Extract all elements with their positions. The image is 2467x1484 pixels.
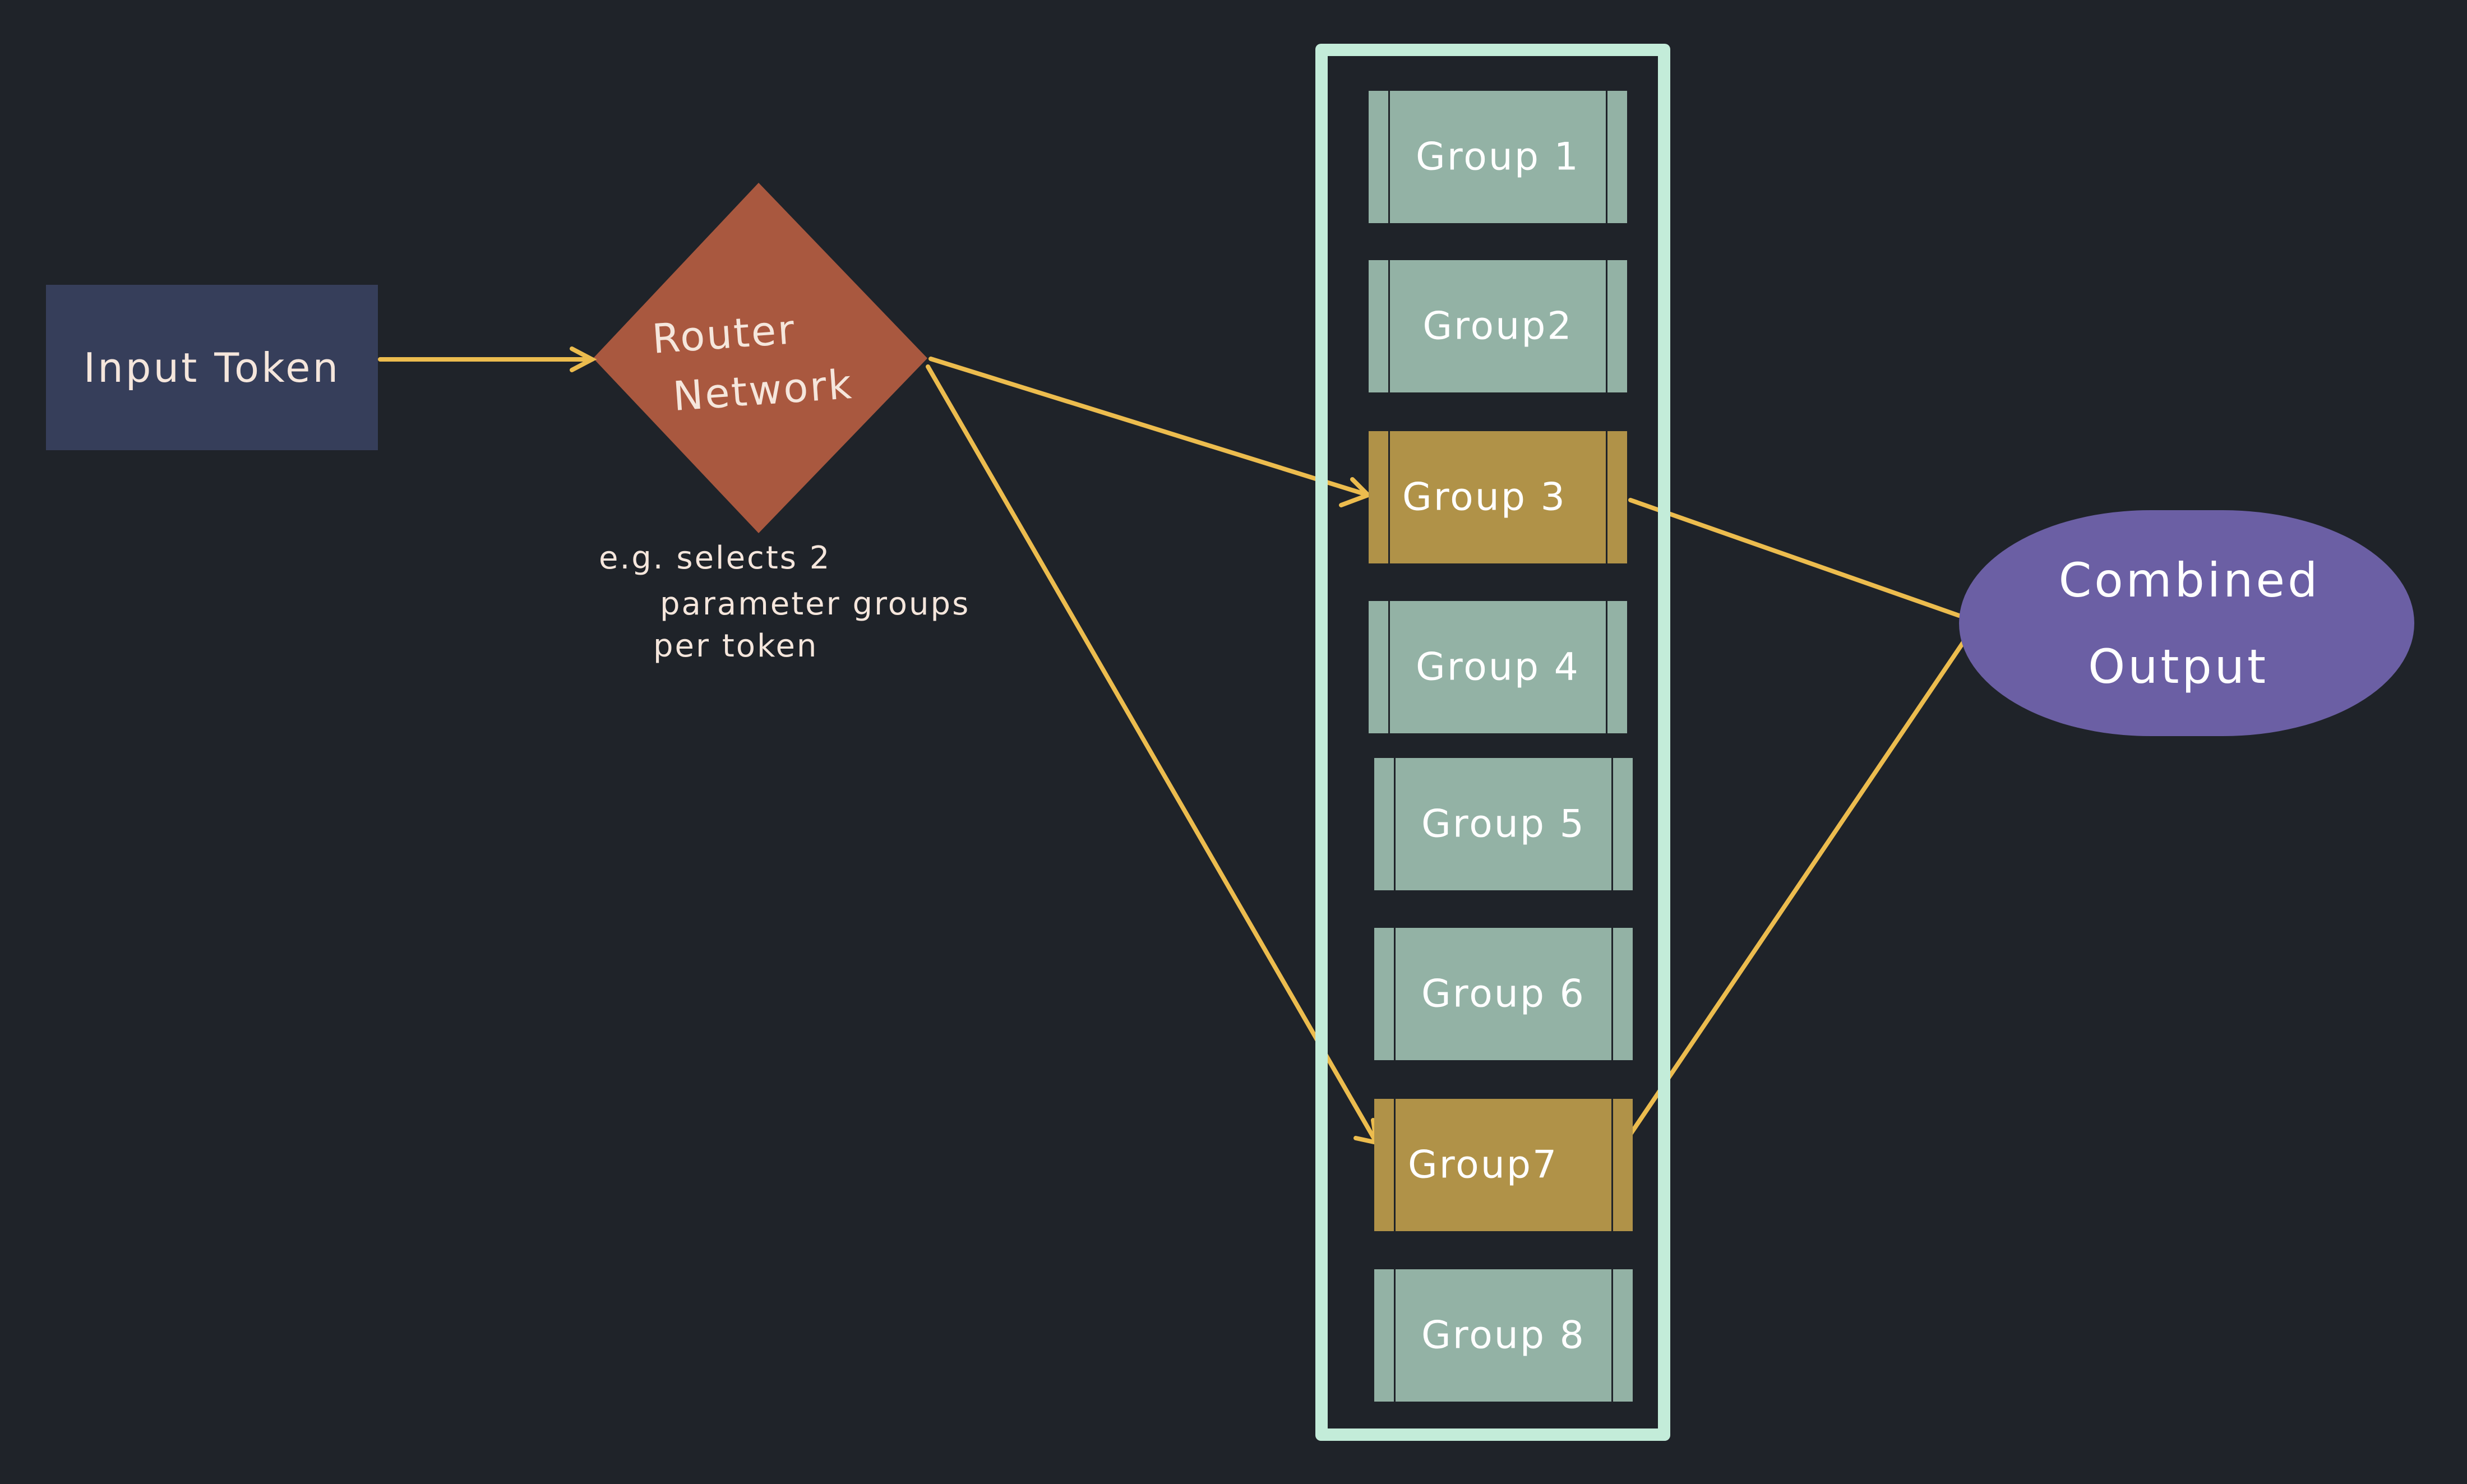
output-label-line2: Output xyxy=(2088,639,2269,694)
router-label-line1: Router xyxy=(650,306,798,363)
group-node-selected[interactable]: Group7 xyxy=(1374,1099,1633,1231)
edge-group-7-to-output xyxy=(1628,640,1966,1136)
output-label-line1: Combined xyxy=(2058,552,2321,608)
router-note-line3: per token xyxy=(653,628,819,664)
group-label: Group 8 xyxy=(1421,1313,1586,1358)
router-note-line2: parameter groups xyxy=(660,586,971,622)
group-node[interactable]: Group 5 xyxy=(1374,758,1633,890)
edge-input-to-router xyxy=(378,346,597,372)
group-label: Group 5 xyxy=(1421,802,1586,847)
group-node-selected[interactable]: Group 3 xyxy=(1369,431,1627,563)
group-node[interactable]: Group 4 xyxy=(1369,601,1627,733)
router-diamond[interactable] xyxy=(593,183,927,533)
group-node[interactable]: Group 8 xyxy=(1374,1269,1633,1402)
input-token-label: Input Token xyxy=(83,344,341,391)
group-label: Group 4 xyxy=(1416,645,1580,690)
input-token-node[interactable]: Input Token xyxy=(46,285,378,450)
arrowhead-icon xyxy=(1339,477,1373,507)
group-node[interactable]: Group 1 xyxy=(1369,91,1627,223)
edge-router-to-group-7 xyxy=(926,364,1379,1146)
group-label: Group2 xyxy=(1422,304,1573,349)
parameter-groups-container xyxy=(1315,44,1670,1441)
edge-router-to-group-3 xyxy=(928,357,1373,507)
group-node[interactable]: Group2 xyxy=(1369,260,1627,392)
group-label: Group7 xyxy=(1408,1143,1559,1187)
edge-group-3-to-output xyxy=(1628,498,1961,618)
combined-output-node[interactable]: Combined Output xyxy=(1959,510,2414,736)
group-node[interactable]: Group 6 xyxy=(1374,928,1633,1060)
router-note-line1: e.g. selects 2 xyxy=(599,540,831,576)
group-label: Group 6 xyxy=(1421,972,1586,1016)
group-label: Group 3 xyxy=(1402,475,1567,520)
group-label: Group 1 xyxy=(1416,135,1580,179)
router-label-line2: Network xyxy=(671,360,855,420)
arrowhead-icon xyxy=(570,346,597,372)
